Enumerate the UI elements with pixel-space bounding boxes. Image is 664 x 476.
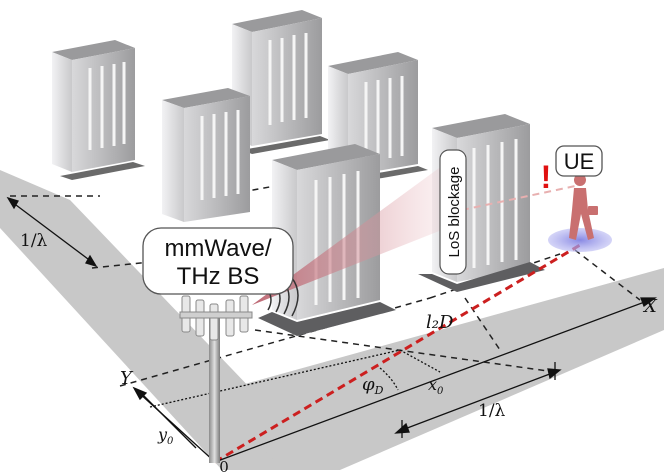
x0-ref-line xyxy=(149,349,401,408)
l2d-label: l₂D xyxy=(426,312,454,333)
x-axis-label: X xyxy=(642,296,658,317)
x0-label: x0 xyxy=(428,375,444,397)
base-station xyxy=(179,295,253,463)
origin-label: 0 xyxy=(219,458,229,476)
roads xyxy=(0,170,664,470)
ue-coverage-disc xyxy=(548,228,612,252)
road-right xyxy=(205,268,664,470)
building-back-left xyxy=(52,40,145,180)
x-axis xyxy=(214,299,651,463)
blockage-label: LoS blockage xyxy=(446,167,463,258)
dim-left xyxy=(6,196,98,268)
ue-label-box: UE xyxy=(555,145,603,177)
building-back-right xyxy=(328,52,428,184)
blockage-label-box: LoS blockage xyxy=(439,149,467,275)
ue-person-icon xyxy=(569,174,598,240)
bs-label-box: mmWave/ THz BS xyxy=(142,227,294,295)
beam-cone xyxy=(252,160,462,305)
y0-dim xyxy=(139,391,197,449)
x-axis-arrow xyxy=(640,297,657,308)
blocked-los-line xyxy=(461,184,581,211)
grid-line xyxy=(574,249,641,301)
bs-antennas xyxy=(179,295,253,341)
phi-label: φD xyxy=(362,374,384,397)
y0-label: y0 xyxy=(157,425,174,447)
bs-label-line1: mmWave/ xyxy=(164,235,271,262)
y-axis-label: Y xyxy=(120,368,134,389)
inv-lambda-left: 1/λ xyxy=(20,231,48,251)
ue-label: UE xyxy=(564,149,595,174)
los-link xyxy=(214,243,581,464)
bs-pole xyxy=(209,318,220,463)
axes xyxy=(132,297,657,463)
bs-label-line2: THz BS xyxy=(177,263,260,290)
building-mid-left xyxy=(162,88,250,222)
grid-line xyxy=(91,261,151,269)
dim-bottom xyxy=(394,362,562,438)
inv-lambda-bottom: 1/λ xyxy=(478,401,506,421)
y-axis-arrow xyxy=(132,386,148,401)
exclaim-mark: ! xyxy=(541,159,552,195)
